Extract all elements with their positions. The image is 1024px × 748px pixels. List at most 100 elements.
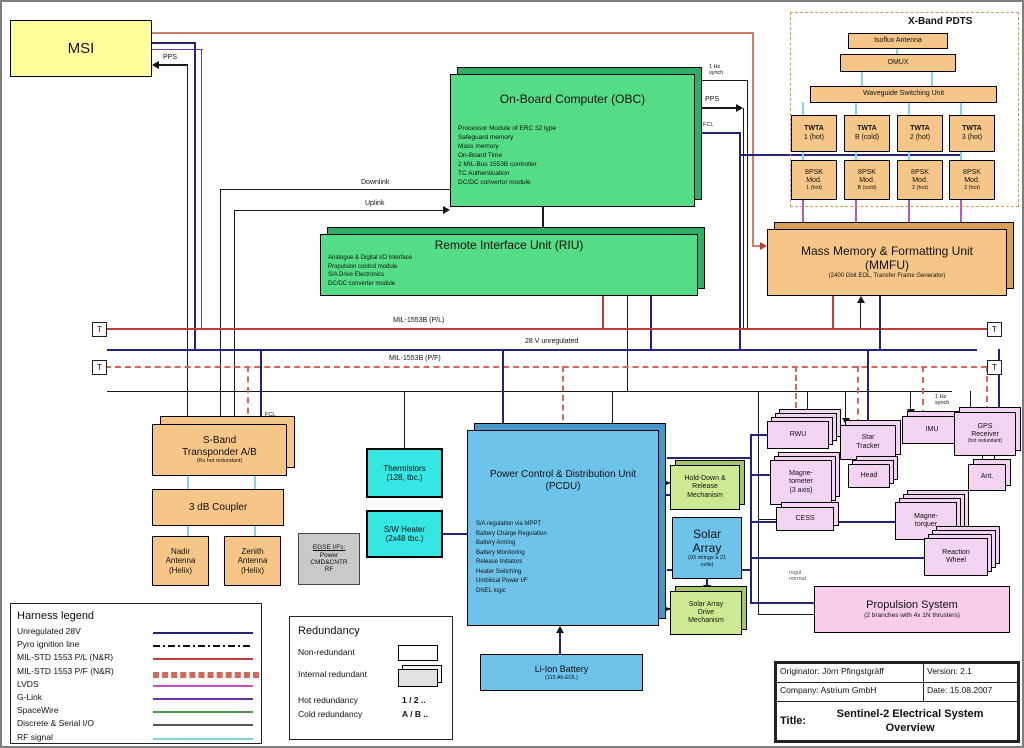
wire — [502, 349, 504, 430]
bus-terminator: T — [987, 322, 1002, 337]
wire — [752, 245, 762, 247]
wire-rf — [960, 152, 962, 160]
wire-glink — [908, 200, 910, 229]
wire — [612, 391, 613, 430]
legend-row: Non-redundant — [290, 645, 452, 669]
arrow-down — [703, 585, 711, 592]
arrow-down — [217, 417, 225, 424]
wire — [998, 349, 1000, 412]
wire-rf — [931, 72, 933, 86]
wire-pps-out — [695, 107, 737, 109]
title-block: Originator: Jörn Pfingstgräff Version: 2… — [774, 661, 1020, 743]
legend-line-pyro — [153, 645, 253, 648]
bus-terminator: T — [987, 360, 1002, 375]
bus-28v — [107, 349, 977, 351]
legend-row: Pyro ignition line — [11, 639, 261, 652]
magnetotorquer-box: Magne-torquer — [895, 502, 957, 540]
arrow-left — [152, 61, 159, 69]
label-pps: PPS — [162, 54, 179, 63]
label-fcl: FCL — [702, 122, 715, 129]
wire — [667, 457, 750, 459]
wire-rf — [896, 49, 898, 55]
wire — [627, 296, 628, 391]
version-value: 2.1 — [960, 666, 972, 676]
redundancy-title: Redundancy — [298, 625, 360, 637]
propulsion-box: Propulsion System (2 branches with 4x 1N… — [814, 586, 1010, 633]
legend-line-1553pf — [153, 671, 259, 678]
legend-line-lvds — [153, 684, 253, 687]
wire — [845, 391, 846, 419]
wire — [152, 42, 196, 44]
cess-box: CESS — [776, 507, 834, 531]
wire — [542, 207, 544, 234]
gps-antenna-box: Ant. — [968, 464, 1006, 491]
legend-row: RF signal — [11, 732, 261, 745]
label-pps-out: PPS — [704, 96, 721, 105]
wire — [443, 533, 467, 535]
legend-row: MIL-STD 1553 P/L (N&R) — [11, 652, 261, 665]
coupler-box: 3 dB Coupler — [152, 489, 284, 526]
bus-discrete — [107, 391, 952, 392]
wire — [970, 391, 971, 412]
wire — [750, 434, 767, 436]
legend-row: Cold redundancy A / B .. — [298, 709, 429, 719]
mmfu-title: Mass Memory & Formatting Unit — [800, 244, 974, 259]
star-tracker-head-box: Head — [848, 464, 890, 488]
wire — [743, 108, 744, 328]
riu-box: Remote Interface Unit (RIU) — [320, 234, 698, 296]
arrow-up — [857, 296, 865, 303]
wire-pf — [795, 366, 797, 417]
wire-glink — [960, 200, 962, 229]
wire — [879, 296, 881, 349]
wire-pf — [247, 366, 249, 424]
wire-1hz — [700, 80, 747, 81]
wire — [750, 557, 924, 559]
hot-redundancy-code: 1 / 2 .. — [402, 695, 426, 705]
wire-rf — [855, 152, 857, 160]
legend-line-spacewire — [153, 711, 253, 714]
wire — [234, 210, 235, 424]
arrow-down — [842, 418, 850, 425]
bus-terminator: T — [92, 360, 107, 375]
wire — [752, 32, 754, 246]
wire — [994, 456, 995, 464]
legend-row: Internal redundant — [290, 669, 452, 695]
wire-twta-feed — [739, 154, 960, 156]
wire — [706, 579, 708, 587]
wire-uplink — [234, 210, 443, 211]
wire — [220, 189, 221, 424]
riu-title: Remote Interface Unit (RIU) — [434, 238, 584, 252]
wire — [201, 49, 202, 328]
waveguide-switching-unit-box: Waveguide Switching Unit — [810, 86, 997, 103]
arrow-down — [907, 409, 915, 416]
non-redundant-sample — [398, 645, 438, 661]
wire-rf — [908, 152, 910, 160]
sw-heater-box: S/W Heater(2x48 tbc.) — [366, 510, 443, 558]
company-cell: Company: Astrium GmbH — [776, 682, 924, 702]
originator-value: Jörn Pfingstgräff — [822, 666, 884, 676]
legend-row: LVDS — [11, 679, 261, 692]
legend-row: Hot redundancy 1 / 2 .. — [298, 695, 426, 705]
arrow-right — [760, 242, 767, 250]
xband-pdts-group — [790, 12, 1019, 207]
wire-rf — [861, 72, 863, 86]
legend-line-rf — [153, 737, 253, 740]
wire-rf — [187, 476, 189, 489]
legend-line-1553pl — [153, 658, 253, 661]
arrow-right — [736, 104, 743, 112]
isoflux-antenna-box: Isoflux Antenna — [848, 33, 948, 49]
pcdu-box: Power Control & Distribution Unit (PCDU) — [467, 430, 659, 626]
